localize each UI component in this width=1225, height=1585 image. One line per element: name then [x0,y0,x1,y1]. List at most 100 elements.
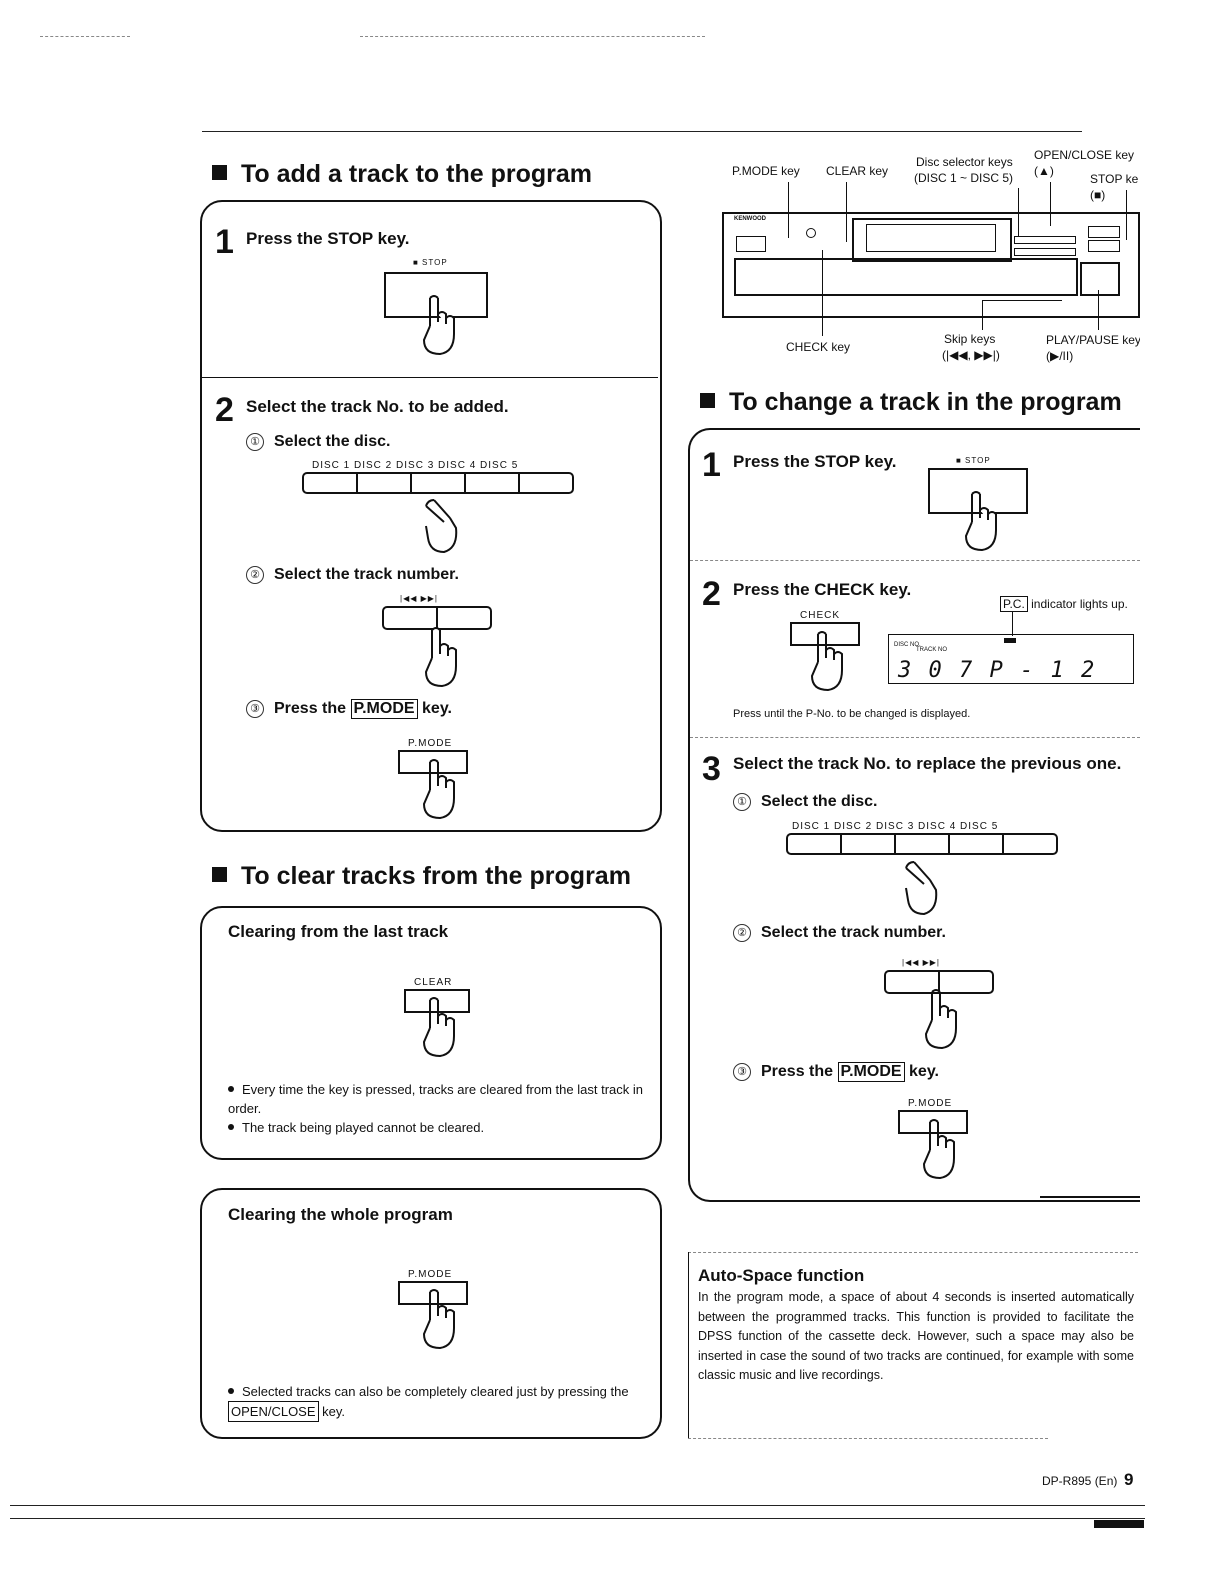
pointing-hand-icon [424,627,457,688]
leader-line [788,182,789,238]
device-clear-label: CLEAR key [826,164,889,178]
stop-key-label: ■ STOP [956,456,991,465]
skip-keys[interactable] [382,606,492,630]
device-skip-symbol: (|◀◀, ▶▶|) [942,348,1000,362]
lcd-disc-label: DISC NO. [894,642,921,648]
autospace-body: In the program mode, a space of about 4 … [698,1290,1134,1382]
stop-button[interactable] [1088,240,1120,252]
brand-logo: KENWOOD [734,216,766,222]
device-play-symbol: (▶/II) [1046,349,1074,363]
add-heading: To add a track to the program [212,160,592,189]
autospace-bottom-rule [688,1438,1048,1439]
device-pmode-label: P.MODE key [732,164,800,178]
panel-edge [1040,1196,1140,1198]
skip-labels: |◀◀ ▶▶| [400,594,438,603]
device-disc-selector-keys: (DISC 1 ~ DISC 5) [914,171,1014,185]
pointing-hand-icon [422,759,455,820]
pointing-hand-icon [922,1119,955,1180]
pc-indicator-icon [1004,638,1016,643]
change-step2-text: Press the CHECK key. [733,580,912,599]
change-divider-1 [690,560,1140,561]
clear-key-label: CLEAR [414,977,453,988]
leader-line [1012,612,1013,636]
display-inner [866,224,996,252]
autospace-top-rule [688,1252,1138,1253]
disc-selector-buttons[interactable] [1014,236,1076,244]
pointing-hand-icon [422,997,455,1058]
device-openclose-label: OPEN/CLOSE key [1034,148,1135,162]
autospace-left-rule [688,1252,689,1438]
top-dash-left [40,36,130,37]
leader-line [822,250,823,336]
cd-player-front-panel [722,212,1140,318]
device-skip-label: Skip keys [944,332,996,346]
device-play-label: PLAY/PAUSE key [1046,333,1140,347]
footer-rule-1 [10,1505,1145,1506]
skip-buttons[interactable] [1014,248,1076,256]
pmode-key[interactable] [398,1281,468,1305]
leader-line [1050,182,1051,226]
stop-key[interactable] [928,468,1028,514]
disc-selector-keys[interactable] [302,472,574,494]
power-button[interactable] [736,236,766,252]
stop-key[interactable] [384,272,488,318]
change-heading: To change a track in the program [700,388,1122,417]
disc-labels: DISC 1 DISC 2 DISC 3 DISC 4 DISC 5 [312,460,519,471]
pmode-key-label: P.MODE [408,738,453,749]
leader-line [1098,290,1099,330]
pointing-hand-icon [422,295,455,356]
add-panel-divider [202,377,658,378]
pointing-hand-icon [425,499,458,554]
open-close-button[interactable] [1088,226,1120,238]
pointing-hand-icon [422,1289,455,1350]
clear-last-title: Clearing from the last track [228,922,449,941]
pointing-hand-icon [924,989,957,1050]
footer-rule-2 [10,1518,1145,1519]
clear-whole-panel [200,1188,662,1439]
device-stop-label: STOP key [1090,172,1138,186]
pmode-key-label: P.MODE [408,1269,453,1280]
clear-whole-note: Selected tracks can also be completely c… [228,1382,653,1422]
change-step1-number: 1 [702,446,721,484]
clear-last-panel [200,906,662,1160]
lcd-value: 3 0 7 P - 1 2 [898,658,1097,683]
change-step1-text: Press the STOP key. [733,452,897,471]
panel-edge [1040,428,1140,430]
add-step1-number: 1 [215,223,234,261]
play-pause-button[interactable] [1080,262,1120,296]
change-step3-number: 3 [702,750,721,788]
display-window [852,218,1012,262]
check-note: Press until the P-No. to be changed is d… [733,708,971,720]
leader-line [1126,190,1127,240]
corner-mark [1094,1520,1144,1528]
clear-last-note-2: The track being played cannot be cleared… [228,1118,653,1137]
disc-selector-keys[interactable] [786,833,1058,855]
clear-heading: To clear tracks from the program [212,862,631,891]
autospace-title: Auto-Space function [698,1266,865,1285]
page-number: 9 [1124,1470,1134,1489]
leader-line [846,182,847,242]
pmode-key[interactable] [398,750,468,774]
stop-key-label: ■ STOP [413,258,448,267]
clear-whole-title: Clearing the whole program [228,1205,453,1224]
pc-indicator-note: P.C. indicator lights up. [1000,596,1128,612]
footer-model: DP-R895 (En) [1042,1474,1118,1488]
pointing-hand-icon [810,631,843,692]
device-disc-selector-label: Disc selector keys [916,155,1013,169]
leader-line [982,300,1062,301]
add-panel [200,200,662,832]
change-divider-2 [690,737,1140,738]
device-openclose-symbol: (▲) [1034,164,1054,178]
leader-line [1018,188,1019,236]
clear-last-note-1: Every time the key is pressed, tracks ar… [228,1082,643,1116]
pmode-key-label: P.MODE [908,1098,953,1109]
add-step2-number: 2 [215,391,234,429]
disc-tray [734,258,1078,296]
lcd-display [888,634,1134,684]
